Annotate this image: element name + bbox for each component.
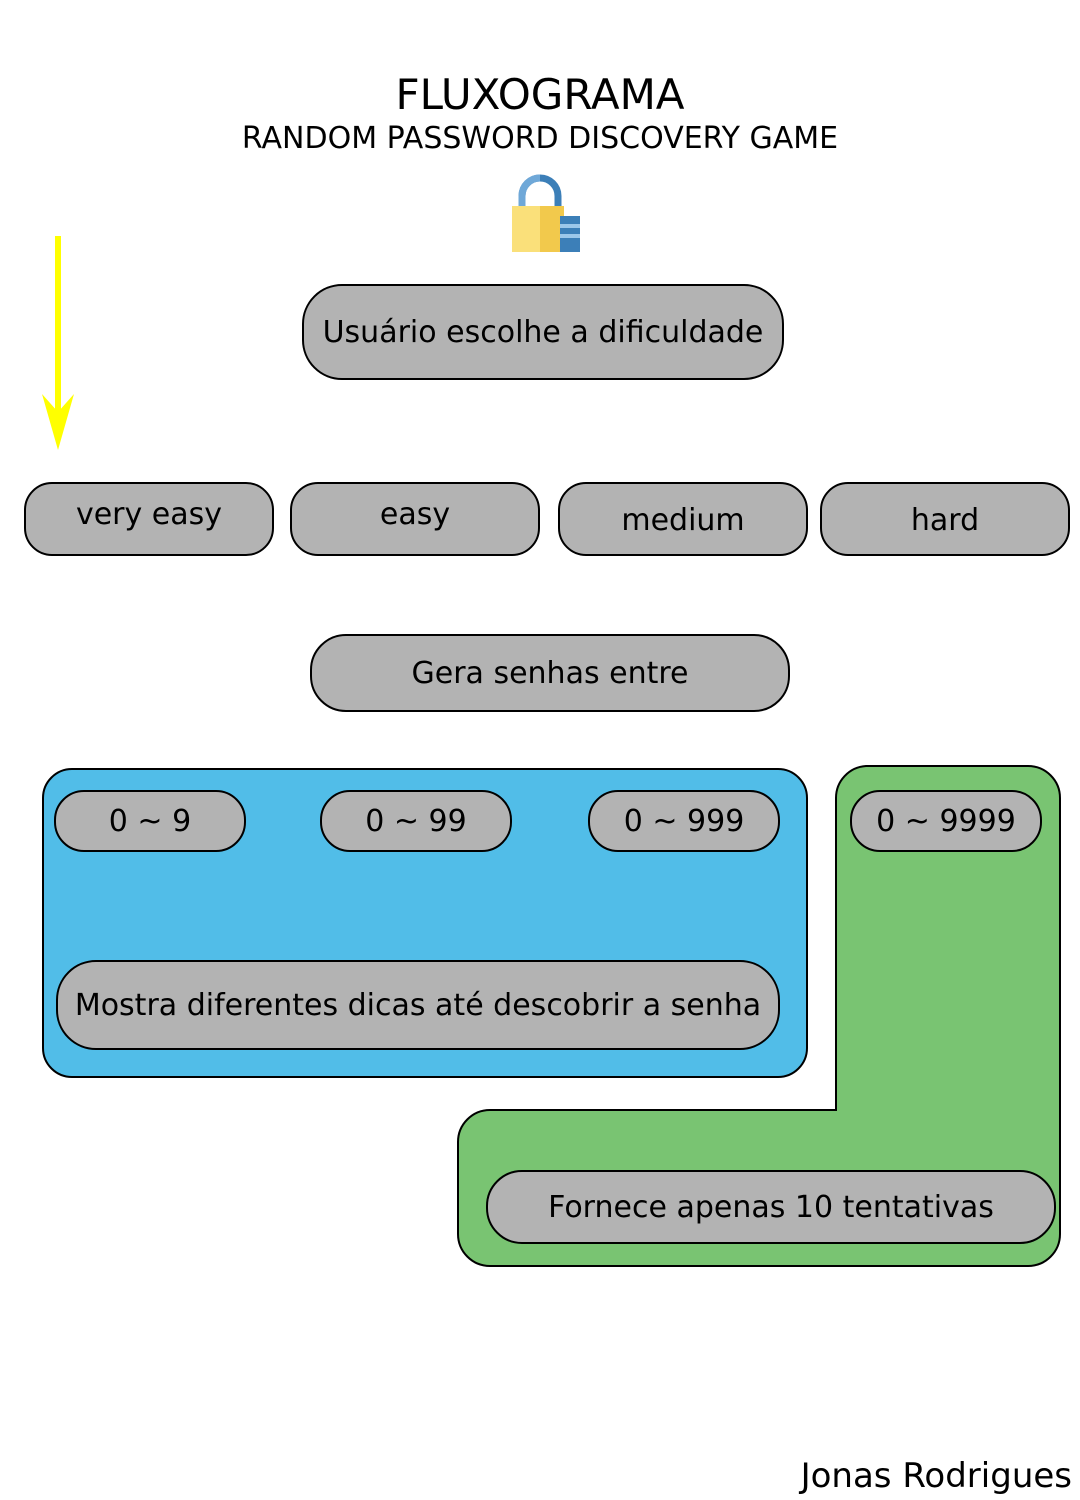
arrow-down-icon	[42, 236, 74, 450]
padlock-icon	[512, 174, 580, 252]
node-range-9: 0 ~ 9	[54, 790, 246, 852]
node-range-999: 0 ~ 999	[588, 790, 780, 852]
range-label: 0 ~ 999	[623, 803, 745, 839]
node-show-hints-label: Mostra diferentes dicas até descobrir a …	[74, 987, 762, 1023]
node-show-hints: Mostra diferentes dicas até descobrir a …	[56, 960, 780, 1050]
group-attempts-mode	[457, 765, 1061, 1267]
node-difficulty-easy: easy	[290, 482, 540, 556]
node-difficulty-medium: medium	[558, 482, 808, 556]
node-generate-passwords: Gera senhas entre	[310, 634, 790, 712]
range-label: 0 ~ 9	[108, 803, 192, 839]
difficulty-label: easy	[379, 496, 451, 532]
difficulty-label: hard	[910, 502, 980, 538]
node-range-99: 0 ~ 99	[320, 790, 512, 852]
node-difficulty-very-easy: very easy	[24, 482, 274, 556]
node-difficulty-hard: hard	[820, 482, 1070, 556]
difficulty-label: very easy	[75, 496, 223, 532]
difficulty-label: medium	[621, 502, 745, 538]
diagram-subtitle: RANDOM PASSWORD DISCOVERY GAME	[241, 121, 839, 156]
node-limited-attempts: Fornece apenas 10 tentativas	[486, 1170, 1056, 1244]
range-label: 0 ~ 9999	[876, 803, 1016, 839]
node-choose-difficulty-label: Usuário escolhe a dificuldade	[322, 314, 764, 350]
node-generate-passwords-label: Gera senhas entre	[411, 655, 689, 691]
diagram-title: FLUXOGRAMA	[395, 70, 685, 119]
node-limited-attempts-label: Fornece apenas 10 tentativas	[548, 1189, 994, 1225]
node-range-9999: 0 ~ 9999	[850, 790, 1042, 852]
author-signature: Jonas Rodrigues	[800, 1456, 1072, 1496]
node-choose-difficulty: Usuário escolhe a dificuldade	[302, 284, 784, 380]
range-label: 0 ~ 99	[365, 803, 467, 839]
